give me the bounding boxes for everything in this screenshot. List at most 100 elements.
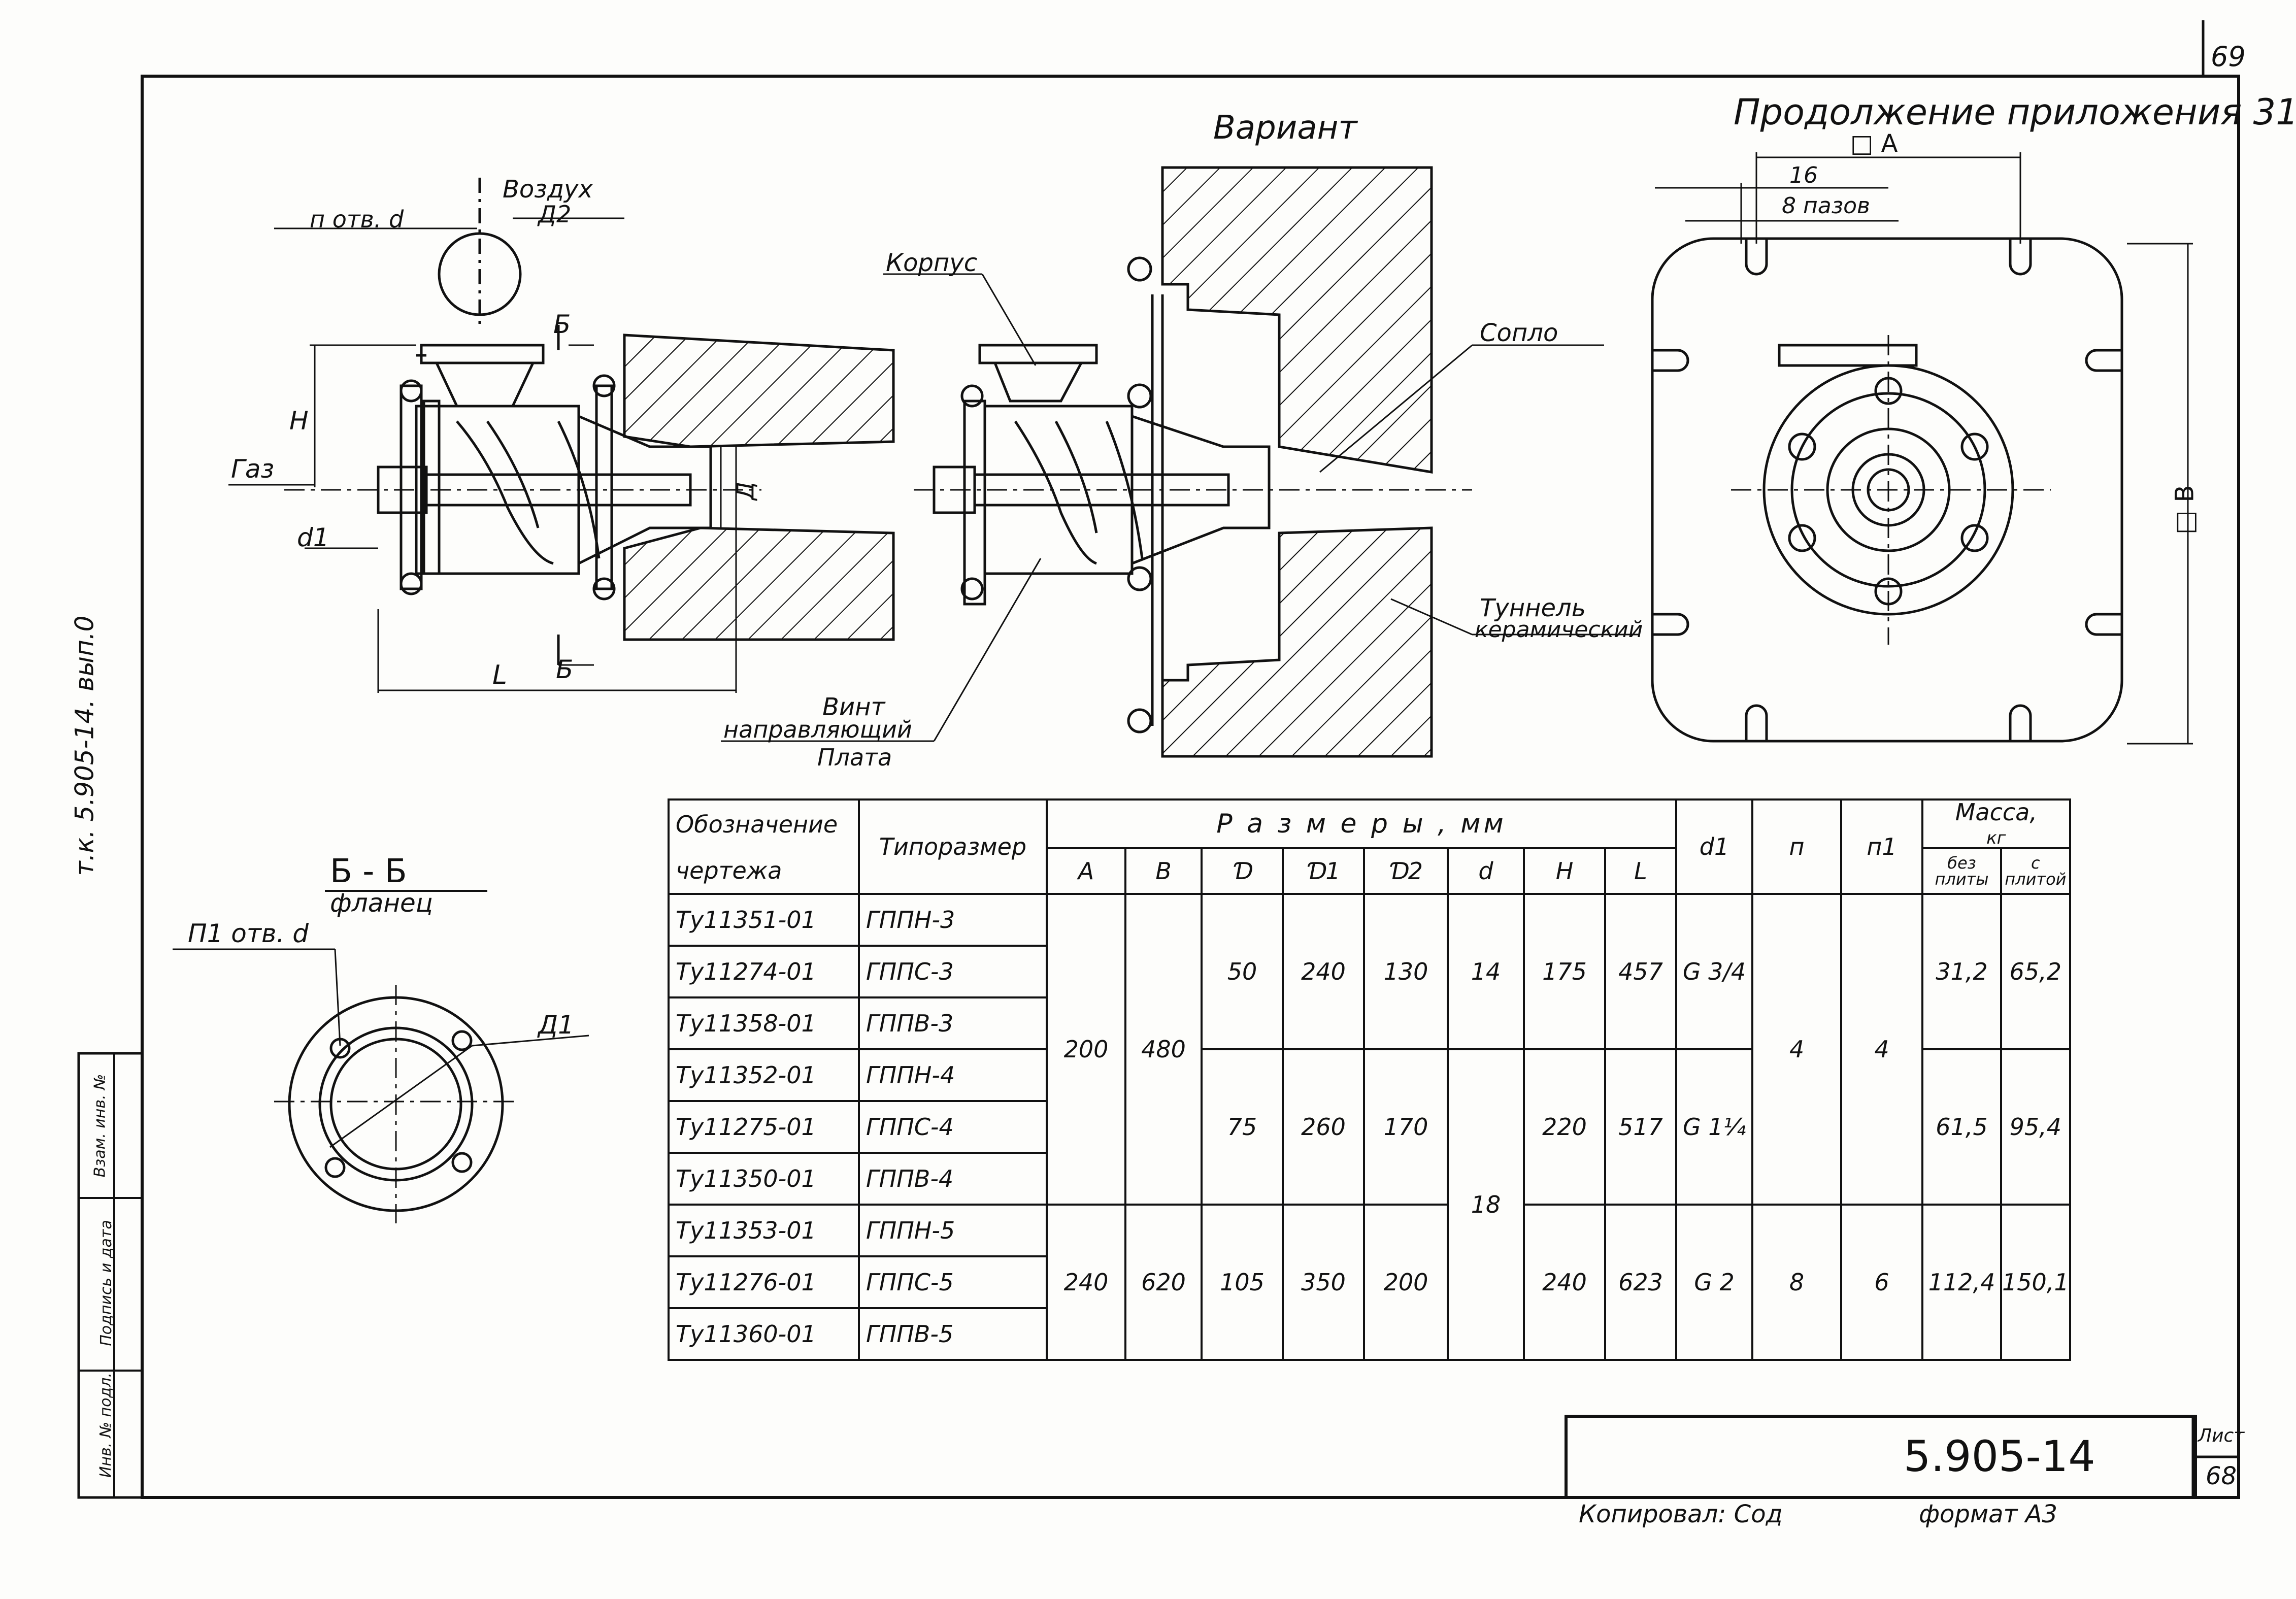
variant-wall-upper <box>1161 166 1433 474</box>
cell-d2-4: 170 <box>1363 1048 1449 1206</box>
cell-h-4: 220 <box>1523 1048 1606 1206</box>
copied-by: Копировал: Сод <box>1579 1500 1783 1528</box>
row-designation: Ту11351-01 <box>668 893 860 947</box>
cell-n-34: 4 <box>1751 893 1842 1206</box>
header-n1: п1 <box>1840 798 1923 895</box>
burner-variant-view <box>721 256 1640 742</box>
row-type: ГППН-4 <box>858 1048 1048 1102</box>
section-d1: Д1 <box>538 1010 574 1040</box>
cell-d2-5: 200 <box>1363 1204 1449 1361</box>
stamp-signature: Подпись и дата <box>97 1220 115 1346</box>
tunnel-hatch-lower <box>623 526 895 641</box>
cell-d1-3: 240 <box>1282 893 1365 1050</box>
header-a: А <box>1046 847 1126 895</box>
cell-b-5: 620 <box>1124 1204 1203 1361</box>
sheet-frame <box>77 20 2240 1499</box>
header-b: В <box>1124 847 1203 895</box>
plate-plan-view <box>1651 152 2193 745</box>
row-type: ГППВ-3 <box>858 996 1048 1050</box>
cell-d-4: 75 <box>1201 1048 1284 1206</box>
cell-mass-without-5: 112,4 <box>1921 1204 2002 1361</box>
row-designation: Ту11353-01 <box>668 1204 860 1257</box>
header-designation: Обозначение <box>668 798 860 848</box>
label-screw-2: направляющий <box>723 716 912 743</box>
label-gas: Газ <box>231 454 275 484</box>
cell-mass-with-4: 95,4 <box>2000 1048 2071 1206</box>
cell-l-4: 517 <box>1604 1048 1677 1206</box>
label-body: Корпус <box>886 249 978 277</box>
label-nozzle: Сопло <box>1480 319 1558 347</box>
label-slots: 8 пазов <box>1782 193 1870 219</box>
row-type: ГППС-4 <box>858 1100 1048 1154</box>
label-slot-width: 16 <box>1789 162 1818 188</box>
stamp-inv-no: Инв. № подл. <box>96 1373 115 1478</box>
cell-b-34: 480 <box>1124 893 1203 1206</box>
cell-dsmall-3: 14 <box>1447 893 1525 1050</box>
document-code: 5.905-14 <box>1904 1431 2095 1481</box>
row-designation: Ту11274-01 <box>668 945 860 998</box>
header-d-1: Ɗ1 <box>1282 847 1365 895</box>
row-type: ГППН-3 <box>858 893 1048 947</box>
cell-a-5: 240 <box>1046 1204 1126 1361</box>
header-l: L <box>1604 847 1677 895</box>
cell-n1-5: 6 <box>1840 1204 1923 1361</box>
row-type: ГППН-5 <box>858 1204 1048 1257</box>
label-h: Н <box>289 406 309 436</box>
section-title: Б - Б <box>330 853 407 890</box>
sheet-number: 68 <box>2206 1462 2237 1490</box>
cell-mass-without-3: 31,2 <box>1921 893 2002 1050</box>
variant-title: Вариант <box>1213 109 1357 147</box>
label-plate: Плата <box>817 744 892 771</box>
cell-d2-3: 130 <box>1363 893 1449 1050</box>
row-type: ГППВ-4 <box>858 1152 1048 1206</box>
cell-l-3: 457 <box>1604 893 1677 1050</box>
header-d-small: d <box>1447 847 1525 895</box>
label-b: □ В <box>2170 485 2200 535</box>
row-type: ГППС-5 <box>858 1255 1048 1309</box>
label-a: □ А <box>1850 129 1898 158</box>
cell-n-5: 8 <box>1751 1204 1842 1361</box>
header-mass: Масса,кг <box>1921 798 2071 848</box>
cell-n1-34: 4 <box>1840 893 1923 1206</box>
header-designation-2: чертежа <box>668 848 860 895</box>
section-holes: П1 отв. d <box>188 919 309 948</box>
header-type-size: Типоразмер <box>858 798 1048 895</box>
label-d1-main: d1 <box>297 523 329 552</box>
cell-thread-5: G 2 <box>1675 1204 1753 1361</box>
label-tunnel-1: Туннель <box>1480 594 1586 622</box>
label-holes: п отв. d <box>310 206 404 233</box>
label-air: Воздух <box>503 175 593 204</box>
label-screw-1: Винт <box>822 693 885 721</box>
cell-dsmall-45: 18 <box>1447 1048 1525 1361</box>
paper-format: формат А3 <box>1919 1500 2058 1528</box>
header-dimensions: Р а з м е р ы , мм <box>1046 798 1677 848</box>
side-code: т.к. 5.905-14. вып.0 <box>70 615 99 876</box>
label-l: L <box>492 660 507 690</box>
cell-mass-without-4: 61,5 <box>1921 1048 2002 1206</box>
label-d-main: Д <box>731 482 759 500</box>
row-type: ГППВ-5 <box>858 1307 1048 1361</box>
cell-thread-3: G 3/4 <box>1675 893 1753 1050</box>
row-designation: Ту11358-01 <box>668 996 860 1050</box>
cell-d-3: 50 <box>1201 893 1284 1050</box>
cell-thread-4: G 1¼ <box>1675 1048 1753 1206</box>
specification-table: Обозначение Типоразмер Р а з м е р ы , м… <box>668 798 2071 1361</box>
row-designation: Ту11275-01 <box>668 1100 860 1154</box>
cell-mass-with-5: 150,1 <box>2000 1204 2071 1361</box>
cell-d1-5: 350 <box>1282 1204 1365 1361</box>
row-type: ГППС-3 <box>858 945 1048 998</box>
section-subtitle: фланец <box>330 888 433 918</box>
label-section-mark-bottom: Б <box>556 655 574 684</box>
sheet-label: Лист <box>2198 1425 2245 1446</box>
cell-d1-4: 260 <box>1282 1048 1365 1206</box>
header-d: Ɗ <box>1201 847 1284 895</box>
cell-l-5: 623 <box>1604 1204 1677 1361</box>
page-number: 69 <box>2211 41 2246 73</box>
tunnel-hatch-upper <box>623 334 895 448</box>
stamp-replaced: Взам. инв. № <box>91 1074 109 1178</box>
cell-h-3: 175 <box>1523 893 1606 1050</box>
row-designation: Ту11360-01 <box>668 1307 860 1361</box>
cell-d-5: 105 <box>1201 1204 1284 1361</box>
